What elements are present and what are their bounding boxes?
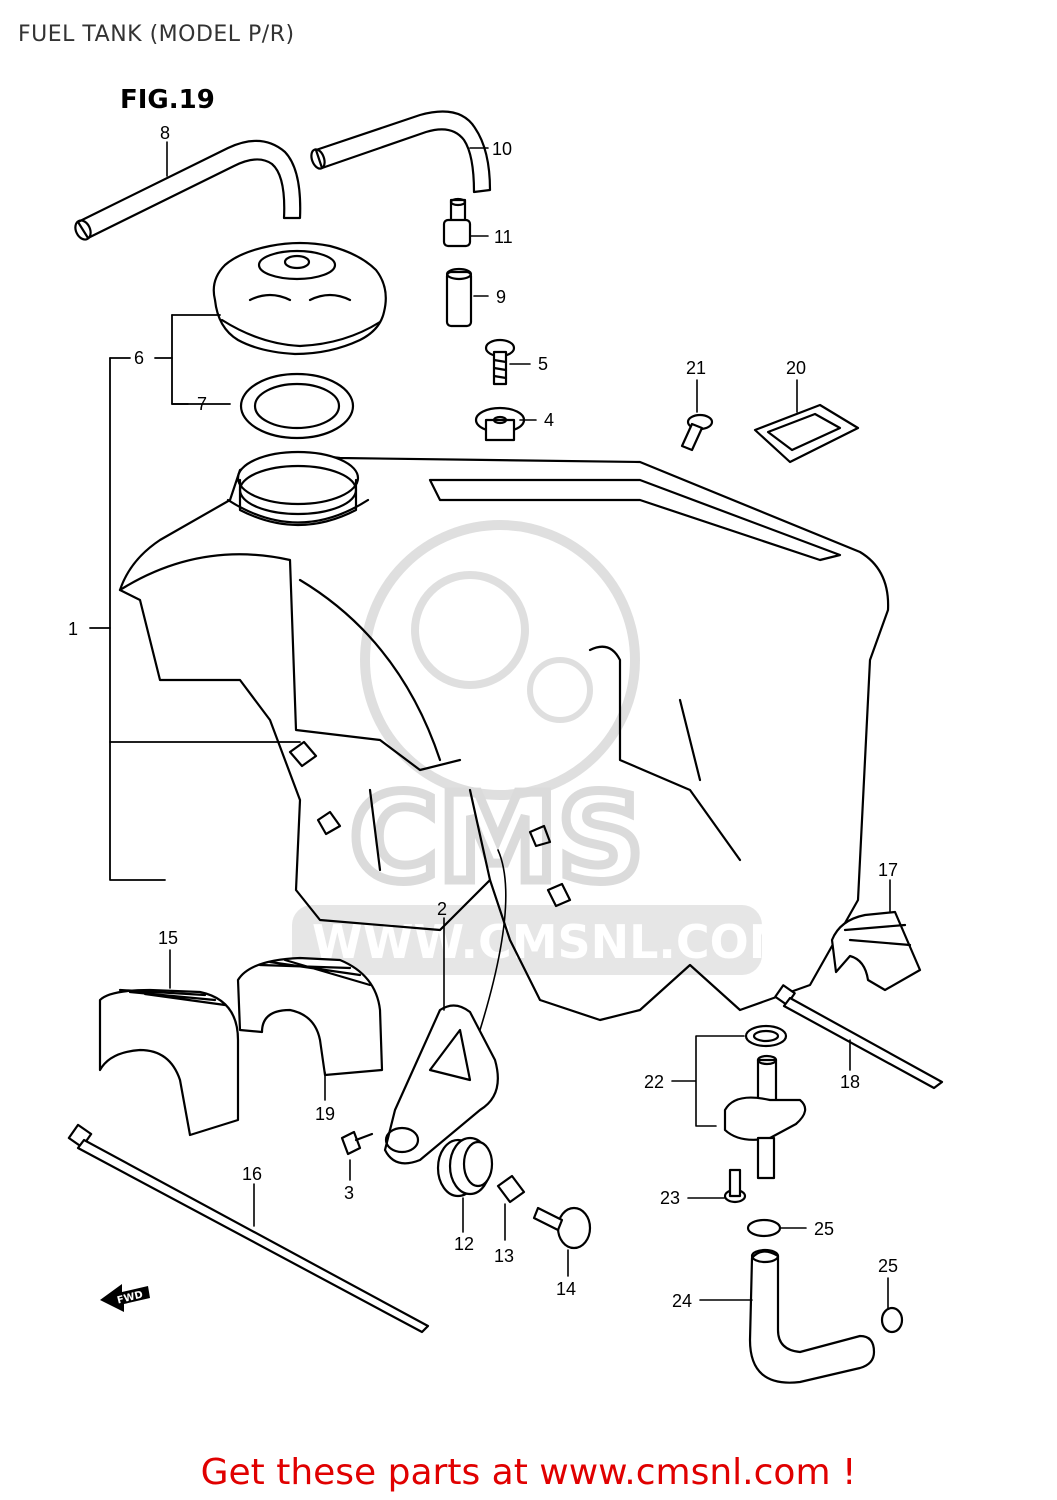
part-24-hose — [750, 1250, 874, 1383]
watermark-url: WWW.CMSNL.COM — [312, 915, 795, 969]
callout-7: 7 — [197, 394, 207, 414]
callout-19: 19 — [315, 1104, 335, 1124]
part-6-fuel-cap — [214, 243, 386, 354]
callout-25a: 25 — [814, 1219, 834, 1239]
part-20-clip — [755, 405, 858, 462]
part-23-screw — [725, 1170, 745, 1202]
part-3-bolt — [342, 1132, 372, 1154]
part-9-spacer — [447, 269, 471, 326]
part-18-cable-tie — [775, 985, 942, 1088]
part-5-screw — [486, 340, 514, 384]
callout-18: 18 — [840, 1072, 860, 1092]
callout-24: 24 — [672, 1291, 692, 1311]
callout-15: 15 — [158, 928, 178, 948]
part-12-grommet — [438, 1138, 492, 1196]
callout-14: 14 — [556, 1279, 576, 1299]
part-11-fitting — [444, 199, 470, 246]
part-19-cushion — [238, 958, 382, 1075]
callout-6: 6 — [134, 348, 144, 368]
callout-16: 16 — [242, 1164, 262, 1184]
callout-9: 9 — [496, 287, 506, 307]
callout-brackets — [90, 315, 300, 880]
part-21-screw — [682, 415, 712, 450]
callout-10: 10 — [492, 139, 512, 159]
callout-11: 11 — [494, 227, 513, 247]
part-2-bracket — [385, 1005, 498, 1163]
watermark-brand: CMS — [350, 770, 644, 909]
footer-link[interactable]: Get these parts at www.cmsnl.com ! — [200, 1452, 857, 1493]
part-10-hose — [309, 112, 490, 192]
part-16-cable-tie — [69, 1125, 428, 1332]
callout-22: 22 — [644, 1072, 664, 1092]
callout-2: 2 — [437, 899, 447, 919]
part-25-clip — [748, 1220, 902, 1332]
callout-12: 12 — [454, 1234, 474, 1254]
callout-17: 17 — [878, 860, 898, 880]
figure-label: FIG.19 — [120, 85, 215, 115]
callout-25b: 25 — [878, 1256, 898, 1276]
part-22-fuel-cock — [725, 1026, 805, 1178]
callout-21: 21 — [686, 358, 706, 378]
callout-numbers: 1 2 3 4 5 6 7 8 9 10 11 12 13 14 15 16 1… — [68, 123, 898, 1311]
part-15-cushion — [100, 990, 238, 1135]
part-13-collar — [498, 1176, 524, 1202]
callout-23: 23 — [660, 1188, 680, 1208]
callout-1: 1 — [68, 619, 78, 639]
part-8-breather-hose — [72, 141, 300, 242]
callout-8: 8 — [160, 123, 170, 143]
callout-13: 13 — [494, 1246, 514, 1266]
part-17-cushion — [832, 912, 920, 990]
callout-3: 3 — [344, 1183, 354, 1203]
callout-5: 5 — [538, 354, 548, 374]
leader-lines — [167, 142, 890, 1308]
part-14-bolt — [534, 1208, 590, 1248]
part-1-fuel-tank — [120, 452, 888, 1020]
callout-20: 20 — [786, 358, 806, 378]
part-7-gasket — [241, 374, 353, 438]
page-title: FUEL TANK (MODEL P/R) — [18, 22, 295, 47]
fwd-arrow-icon: FWD — [100, 1284, 150, 1312]
watermark: CMS WWW.CMSNL.COM — [292, 525, 795, 975]
part-4-grommet — [476, 408, 524, 440]
callout-4: 4 — [544, 410, 554, 430]
